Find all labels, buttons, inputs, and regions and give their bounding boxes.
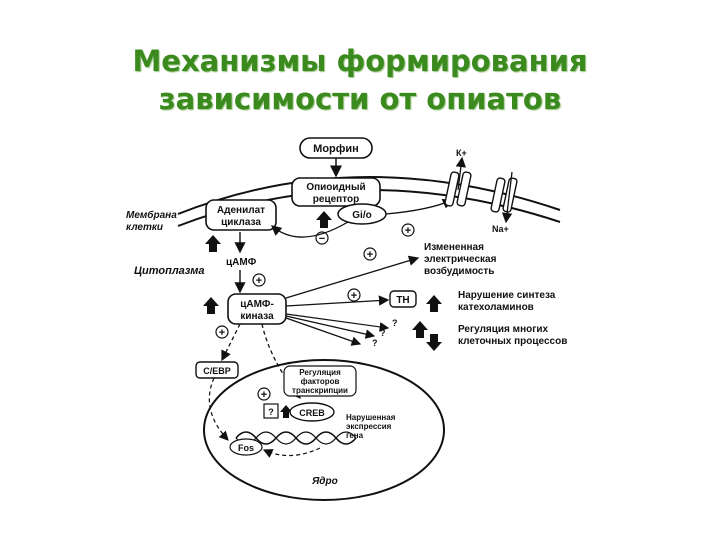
up-block-arrow-processes bbox=[412, 321, 428, 338]
na-influx-arrow bbox=[501, 171, 513, 224]
plus-circle-creb bbox=[257, 387, 271, 401]
fos-ellipse bbox=[229, 438, 263, 456]
up-block-arrow-creb bbox=[280, 405, 292, 418]
plus-sign-channels: + bbox=[405, 225, 411, 237]
plus-circle-excitability bbox=[363, 247, 377, 261]
plus-sign-camp: + bbox=[256, 275, 262, 287]
membrane-label-1: Мембрана bbox=[126, 209, 177, 221]
adenylate-cyclase-label-2: циклаза bbox=[221, 217, 261, 228]
fos-label: Fos bbox=[238, 443, 254, 453]
creb-to-fos-arrow bbox=[262, 447, 321, 458]
question-mark-1: ? bbox=[392, 318, 398, 328]
ion-channel-na bbox=[490, 177, 518, 213]
excitability-label-1: Измененная bbox=[424, 242, 484, 253]
processes-label-1: Регуляция многих bbox=[458, 324, 549, 335]
title-line-1: Механизмы формирования bbox=[132, 44, 588, 78]
question-mark-2: ? bbox=[380, 328, 386, 338]
plus-circle-cebp bbox=[215, 325, 229, 339]
creb-ellipse bbox=[289, 402, 335, 422]
plus-sign-cebp: + bbox=[219, 327, 225, 339]
morphine-label: Морфин bbox=[313, 143, 359, 155]
k-efflux-arrow bbox=[455, 156, 467, 191]
dna-helix-strand-2 bbox=[235, 431, 357, 445]
th-box bbox=[389, 290, 417, 308]
catecholamines-label-2: катехоламинов bbox=[458, 302, 534, 313]
cebp-label: C/EBP bbox=[203, 366, 231, 376]
transcription-label-2: факторов bbox=[301, 377, 340, 386]
expression-label-3: гена bbox=[346, 431, 364, 440]
adenylate-cyclase-box bbox=[205, 199, 277, 231]
transcription-label-1: Регуляция bbox=[299, 368, 341, 377]
plus-circle-th bbox=[347, 288, 361, 302]
pka-to-processes-arrow-1 bbox=[285, 313, 390, 332]
na-ion-label: Na+ bbox=[492, 224, 509, 234]
up-block-arrow-pka bbox=[203, 297, 219, 314]
transcription-box bbox=[283, 365, 357, 397]
membrane-label-2: клетки bbox=[126, 222, 163, 233]
ion-channel-k bbox=[444, 171, 472, 207]
creb-label: CREB bbox=[299, 408, 325, 418]
pka-label-2: киназа bbox=[240, 311, 274, 322]
pka-to-processes-arrow-2 bbox=[285, 315, 376, 339]
question-mark-3: ? bbox=[372, 338, 378, 348]
catecholamines-label-1: Нарушение синтеза bbox=[458, 290, 556, 301]
k-ion-label: К+ bbox=[456, 148, 467, 158]
up-block-arrow-ac bbox=[205, 235, 221, 252]
plus-circle-camp bbox=[252, 273, 266, 287]
minus-sign: − bbox=[319, 233, 325, 245]
plus-sign-th: + bbox=[351, 290, 357, 302]
g-to-ac-arrow bbox=[271, 221, 349, 238]
pka-to-creb-arrow bbox=[261, 323, 301, 400]
processes-label-2: клеточных процессов bbox=[458, 336, 567, 347]
th-label: TH bbox=[396, 295, 409, 306]
down-block-arrow-processes bbox=[426, 334, 442, 351]
opioid-receptor-label-2: рецептор bbox=[313, 194, 359, 205]
opioid-receptor-box bbox=[291, 177, 381, 207]
adenylate-cyclase-label-1: Аденилат bbox=[217, 205, 265, 216]
g-to-channel-arrow bbox=[385, 199, 454, 215]
pka-to-processes-arrow-3 bbox=[285, 317, 362, 346]
transcription-label-3: транскрипции bbox=[292, 386, 348, 395]
excitability-label-2: электрическая bbox=[424, 254, 497, 265]
cytoplasm-label: Цитоплазма bbox=[134, 265, 205, 277]
pka-to-excitability-arrow bbox=[285, 255, 420, 299]
question-box bbox=[263, 403, 279, 419]
camp-label: цАМФ bbox=[226, 257, 257, 268]
plus-sign-excitability: + bbox=[367, 249, 373, 261]
expression-label-2: экспрессия bbox=[346, 422, 392, 431]
pka-to-th-arrow bbox=[285, 295, 390, 307]
opioid-receptor-label-1: Опиоидный bbox=[306, 182, 365, 193]
expression-label-1: Нарушенная bbox=[346, 413, 396, 422]
slide-title: Механизмы формирования зависимости от оп… bbox=[0, 42, 720, 118]
up-block-arrow-th bbox=[426, 295, 442, 312]
nucleus-label: Ядро bbox=[311, 476, 338, 487]
plus-sign-creb: + bbox=[261, 389, 267, 401]
pka-label-1: цАМФ- bbox=[240, 299, 274, 310]
up-block-arrow-receptor bbox=[316, 211, 332, 228]
title-line-2: зависимости от опиатов bbox=[158, 82, 562, 116]
question-mark-box: ? bbox=[268, 407, 274, 417]
cebp-to-nucleus-arrow bbox=[208, 377, 229, 441]
cebp-box bbox=[195, 361, 239, 379]
g-protein-label: Gi/o bbox=[352, 210, 371, 221]
excitability-label-3: возбудимость bbox=[424, 265, 494, 277]
nucleus-outline bbox=[203, 359, 445, 501]
plus-circle-channels bbox=[401, 223, 415, 237]
pka-box bbox=[227, 293, 287, 325]
